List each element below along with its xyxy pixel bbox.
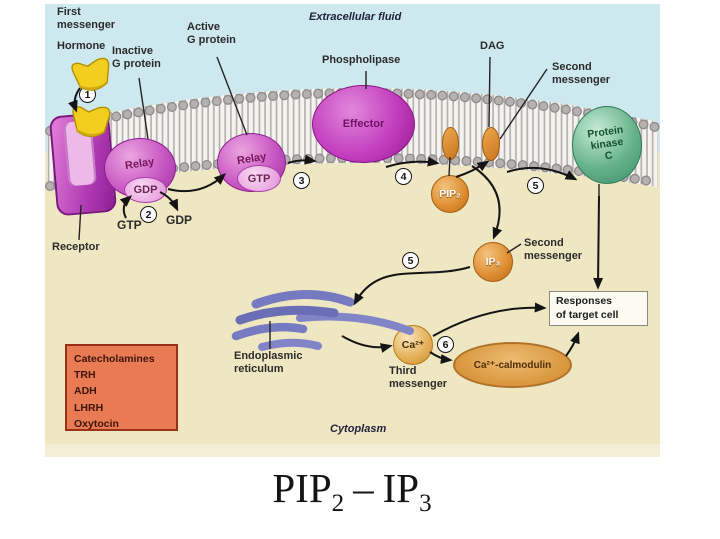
title-dash: – (353, 465, 374, 511)
gdp-bound-label: GDP (133, 184, 158, 196)
protein-kinase-c-blob: Protein kinase C (572, 106, 642, 184)
title-part: PIP (272, 465, 332, 511)
pip2-label: PIP₂ (439, 188, 461, 200)
effector-phospholipase-blob: Effector (312, 85, 415, 163)
step-number: 5 (532, 179, 539, 192)
gtp-bound-label: GTP (247, 172, 271, 185)
extracellular-fluid-label: Extracellular fluid (309, 11, 402, 23)
third-messenger-label: Third messenger (389, 365, 448, 391)
ca-calmodulin-oval: Ca²⁺-calmodulin (453, 342, 572, 388)
figure-title: PIP2–IP3 (152, 464, 552, 518)
step-4-badge: 4 (395, 168, 412, 185)
first-messenger-label: First messenger (57, 6, 116, 32)
calcium-label: Ca²⁺ (401, 339, 425, 351)
title-subscript: 3 (419, 490, 432, 517)
hormone-item: Catecholamines (74, 353, 155, 365)
gtp-free-label: GTP (117, 218, 142, 232)
ip3-label: IP₃ (485, 256, 501, 268)
dag-molecule (482, 127, 500, 161)
receptor-binding-pocket (63, 120, 97, 187)
hormone-item: TRH (74, 369, 96, 382)
cytoplasm-label: Cytoplasm (330, 423, 387, 435)
responses-of-target-cell-box: Responses of target cell (549, 291, 648, 326)
step-6-badge: 6 (437, 336, 454, 353)
hormone-item: ADH (74, 385, 97, 398)
phospholipase-label: Phospholipase (322, 54, 401, 66)
ip3-ball: IP₃ (473, 242, 513, 282)
step-number: 4 (400, 170, 407, 183)
hormone-item: Oxytocin (74, 417, 119, 430)
hormone-item: LHRH (74, 401, 104, 414)
ca-calmodulin-label: Ca²⁺-calmodulin (473, 359, 552, 371)
step-2-badge: 2 (140, 206, 157, 223)
step-number: 5 (407, 254, 414, 267)
step-number: 6 (442, 338, 449, 351)
pkc-label: Protein kinase C (586, 124, 624, 163)
relay-label: Relay (124, 155, 156, 173)
step-1-badge: 1 (79, 86, 96, 103)
inactive-g-protein-label: Inactive G protein (112, 45, 161, 71)
step-number: 3 (298, 174, 305, 187)
calcium-ball: Ca²⁺ (393, 325, 433, 365)
title-part: IP (382, 465, 420, 511)
receptor-label: Receptor (52, 241, 100, 253)
cytoplasm-bottom-strip (45, 444, 660, 457)
hormone-examples-box: Catecholamines TRH ADH LHRH Oxytocin (65, 344, 178, 431)
step-5-dag-badge: 5 (527, 177, 544, 194)
step-number: 1 (84, 88, 91, 101)
endoplasmic-reticulum-label: Endoplasmic reticulum (234, 350, 303, 376)
step-3-badge: 3 (293, 172, 310, 189)
pip2-membrane-anchor (442, 127, 459, 160)
dag-label: DAG (480, 40, 505, 52)
effector-label: Effector (342, 118, 385, 130)
gdp-free-label: GDP (166, 213, 193, 227)
step-5-ip3-badge: 5 (402, 252, 419, 269)
active-g-protein-label: Active G protein (187, 21, 236, 47)
hormone-label: Hormone (57, 40, 106, 52)
title-subscript: 2 (331, 490, 345, 517)
gdp-bound-oval: GDP (124, 177, 167, 203)
pip2-ball: PIP₂ (431, 175, 469, 213)
second-messenger-ip3-label: Second messenger (524, 237, 583, 263)
step-number: 2 (145, 208, 152, 221)
gtp-bound-oval: GTP (237, 165, 281, 192)
second-messenger-dag-label: Second messenger (552, 61, 611, 87)
